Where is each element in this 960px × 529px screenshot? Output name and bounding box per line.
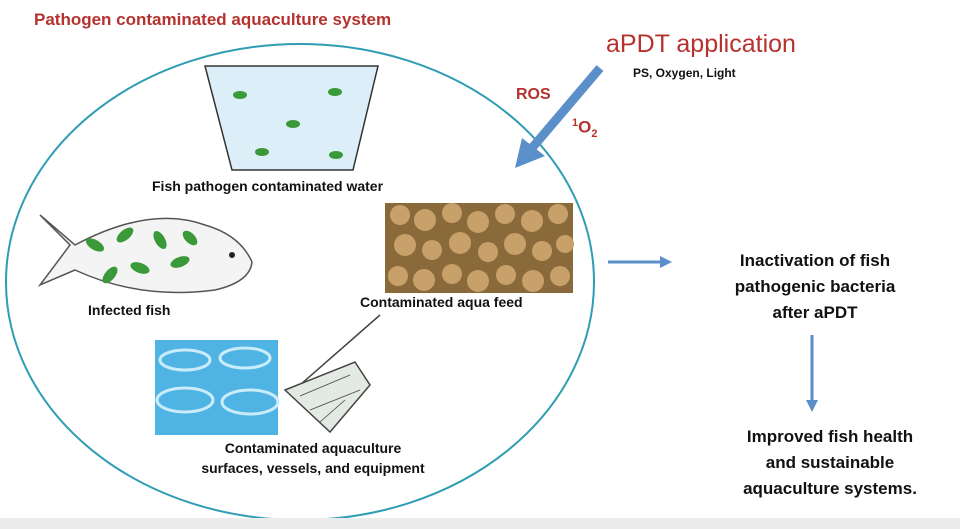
improved-line: and sustainable [765,453,895,472]
singlet-sub: 2 [591,128,598,141]
surfaces-line2: surfaces, vessels, and equipment [201,460,425,476]
bottom-bar [0,518,960,529]
down-arrow [806,335,818,412]
infected-fish-image [37,214,253,294]
aqua-feed-image [385,203,574,293]
singlet-oxygen-label: 1O2 [572,117,597,140]
page-title: Pathogen contaminated aquaculture system [34,10,392,29]
water-bacteria [233,88,343,159]
ros-label: ROS [516,86,551,103]
singlet-sup: 1 [572,117,579,129]
surfaces-line1: Contaminated aquaculture [224,440,402,456]
water-container [204,65,379,171]
inactivation-text: Inactivation of fish pathogenic bacteria… [690,248,940,326]
apdt-subtitle: PS, Oxygen, Light [633,66,736,80]
surfaces-label: Contaminated aquaculture surfaces, vesse… [148,438,478,478]
fish-label: Infected fish [88,302,171,318]
improved-text: Improved fish health and sustainable aqu… [705,424,955,502]
apdt-arrow [515,65,604,168]
feed-label: Contaminated aqua feed [360,294,523,310]
inactivation-line: Inactivation of fish [739,251,891,270]
aquaculture-tanks-image [155,340,280,435]
inactivation-line: pathogenic bacteria [734,277,896,296]
improved-line: Improved fish health [746,427,914,446]
apdt-title: aPDT application [606,30,796,58]
singlet-o: O [578,117,592,137]
inactivation-line: after aPDT [772,303,858,322]
improved-line: aquaculture systems. [743,479,917,498]
right-arrow [608,256,672,268]
fishing-net-image [283,314,381,434]
water-label: Fish pathogen contaminated water [152,178,384,194]
